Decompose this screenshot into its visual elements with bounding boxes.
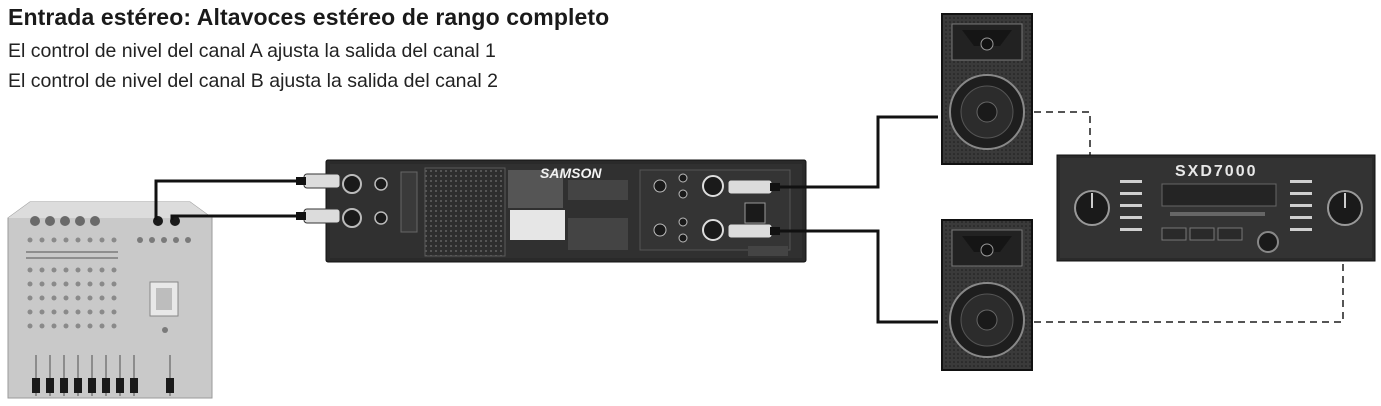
amplifier-rear-panel: SAMSON (325, 159, 807, 263)
input-cable-a (154, 179, 318, 220)
speaker-cable-1 (780, 115, 938, 189)
speaker-cables (780, 115, 938, 324)
input-cable-b (170, 214, 318, 220)
diagram-title: Entrada estéreo: Altavoces estéreo de ra… (8, 4, 610, 30)
speaker-cable-2 (780, 229, 938, 324)
amplifier-front-panel: SXD7000 (1056, 154, 1376, 262)
xlr-input-a-jack (342, 174, 362, 194)
speaker-bottom (941, 219, 1033, 371)
sxd7000-model-label: SXD7000 (1175, 163, 1258, 180)
fan-grille (424, 167, 506, 257)
speakon-output-1-jack (702, 175, 724, 197)
speaker-top (941, 13, 1033, 165)
display-window (1161, 183, 1277, 207)
input-cables (154, 179, 318, 220)
rear-label-sticker (510, 210, 565, 240)
mixer (7, 201, 213, 399)
xlr-input-b-jack (342, 208, 362, 228)
caption-line-1: El control de nivel del canal A ajusta l… (8, 40, 496, 62)
mixer-controls (27, 237, 117, 329)
mixer-knobs (30, 216, 100, 226)
speakon-plugs (727, 179, 780, 239)
dashed-line-bottom (1034, 250, 1344, 323)
samson-logo: SAMSON (540, 165, 602, 181)
caption-line-2: El control de nivel del canal B ajusta l… (8, 70, 498, 92)
speakon-output-2-jack (702, 219, 724, 241)
xlr-plugs (296, 173, 341, 224)
power-button (1257, 231, 1279, 253)
mixer-faders (32, 355, 174, 396)
mixer-markings (26, 251, 118, 259)
